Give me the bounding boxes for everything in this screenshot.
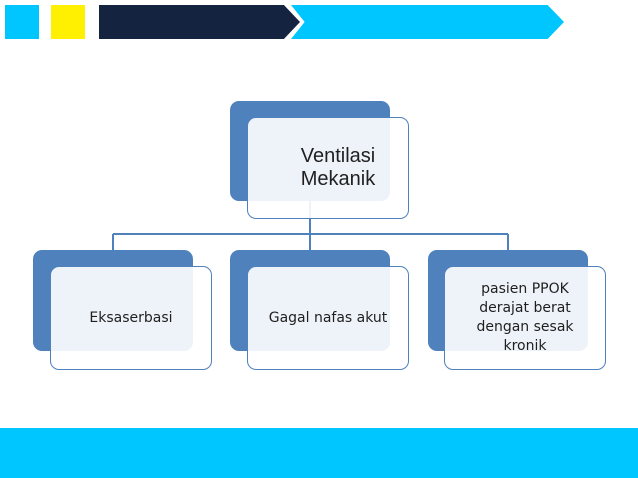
child-node-3-label: pasien PPOK derajat berat dengan sesak k… xyxy=(476,281,574,354)
child-node-gagal-nafas: Gagal nafas akut xyxy=(247,266,409,370)
yellow-square-decoration xyxy=(51,5,85,39)
cyan-square-decoration xyxy=(5,5,39,39)
cyan-chevron-banner xyxy=(291,5,564,39)
child-node-eksaserbasi: Eksaserbasi xyxy=(50,266,212,370)
child-node-1-label: Eksaserbasi xyxy=(89,309,173,326)
child-node-ppok: pasien PPOK derajat berat dengan sesak k… xyxy=(444,266,606,370)
child-node-2-label: Gagal nafas akut xyxy=(268,309,388,326)
root-node-label-line1: Ventilasi xyxy=(300,145,376,167)
dark-arrow-banner xyxy=(99,5,300,39)
footer-band xyxy=(0,428,638,478)
root-node-label: Ventilasi Mekanik xyxy=(301,145,376,191)
root-node: Ventilasi Mekanik xyxy=(247,117,409,219)
root-node-label-line2: Mekanik xyxy=(300,168,376,190)
